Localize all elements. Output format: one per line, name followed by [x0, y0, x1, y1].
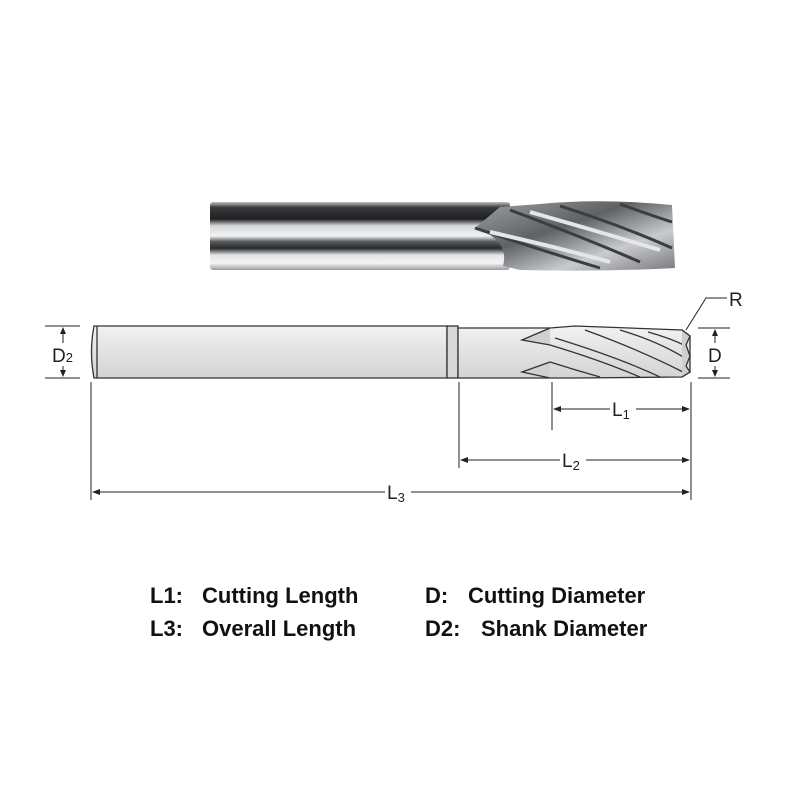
legend-desc: Overall Length — [202, 616, 357, 641]
photo-shank — [210, 202, 510, 270]
label-d2: D2 — [52, 346, 73, 367]
legend-l1: L1: Cutting Length — [150, 583, 358, 609]
flute-start-lines — [519, 327, 551, 379]
cutting-end — [681, 329, 691, 378]
end-mill-drawing — [90, 325, 691, 379]
legend-key: L3: — [150, 616, 183, 641]
end-mill-photo — [210, 201, 675, 271]
legend-l3: L3: Overall Length — [150, 616, 356, 642]
dimension-lines — [45, 297, 730, 500]
legend-desc: Cutting Length — [202, 583, 359, 608]
legend-desc: Cutting Diameter — [468, 583, 646, 608]
flute-helix-lines — [549, 329, 689, 378]
legend-d: D: Cutting Diameter — [425, 583, 645, 609]
legend-key: D2: — [425, 616, 461, 641]
photo-flute-edge — [474, 202, 673, 270]
legend-key: D: — [425, 583, 449, 608]
photo-flute-highlight — [489, 210, 661, 264]
label-l3: L3 — [387, 483, 405, 505]
legend-key: L1: — [150, 583, 183, 608]
legend-d2: D2: Shank Diameter — [425, 616, 647, 642]
label-d: D — [708, 346, 722, 367]
label-r: R — [729, 290, 743, 311]
label-l2: L2 — [562, 451, 580, 473]
label-l1: L1 — [612, 400, 630, 422]
drawing-shank — [90, 325, 448, 379]
legend-desc: Shank Diameter — [481, 616, 648, 641]
drawing-neck — [446, 325, 459, 379]
